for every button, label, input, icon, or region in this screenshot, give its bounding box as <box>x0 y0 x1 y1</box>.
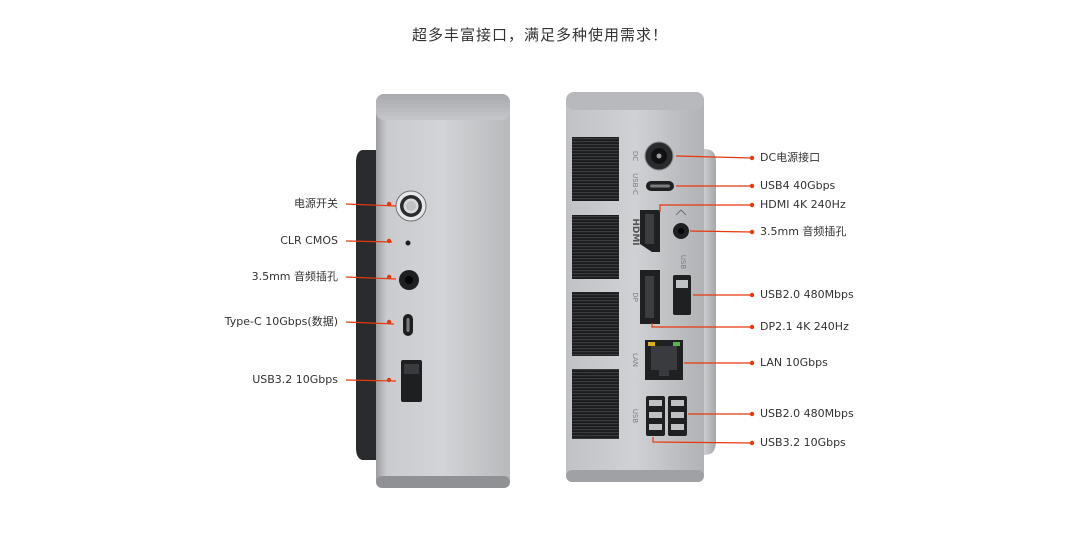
vent-grille <box>572 215 619 279</box>
front-panel <box>376 94 510 488</box>
engraved-hdmi: HDMI <box>630 218 640 245</box>
engraved-port-labels: DC USB-C HDMI DP USB LAN USB <box>630 151 687 424</box>
clr-cmos-hole[interactable] <box>405 240 411 246</box>
rear-usb-port-left[interactable] <box>646 396 665 436</box>
label-dp: DP2.1 4K 240Hz <box>760 320 849 333</box>
rear-usb-port-right[interactable] <box>668 396 687 436</box>
rear-device: DC USB-C HDMI DP USB LAN USB <box>566 92 716 482</box>
label-power-button: 电源开关 <box>294 197 338 210</box>
headphone-icon <box>675 209 687 216</box>
front-audio-jack[interactable] <box>399 270 419 290</box>
dc-port[interactable] <box>644 141 674 171</box>
label-rear-usb3: USB3.2 10Gbps <box>760 436 846 449</box>
engraved-dp: DP <box>631 292 639 302</box>
vent-grille <box>572 137 619 201</box>
label-rear-usb2-upper: USB2.0 480Mbps <box>760 288 854 301</box>
label-front-usb: USB3.2 10Gbps <box>252 373 338 386</box>
label-front-audio: 3.5mm 音频插孔 <box>251 270 338 283</box>
engraved-dc: DC <box>631 151 639 161</box>
rear-connector-dots <box>749 155 755 446</box>
rear-typec-port[interactable] <box>646 181 674 191</box>
rear-connectors <box>651 155 753 444</box>
front-dark-side <box>356 150 376 460</box>
page-title: 超多丰富接口，满足多种使用需求！ <box>411 26 668 44</box>
label-front-typec: Type-C 10Gbps(数据) <box>224 315 338 328</box>
rear-usb2-port[interactable] <box>673 275 691 315</box>
dp-port[interactable] <box>640 270 660 324</box>
engraved-lan: LAN <box>631 353 639 367</box>
front-usb-port[interactable] <box>401 360 422 402</box>
label-dc-port: DC电源接口 <box>760 151 821 164</box>
vent-grille <box>572 292 619 356</box>
rear-audio-jack[interactable] <box>673 223 689 239</box>
rear-top-edge <box>566 92 704 110</box>
front-top-edge <box>376 94 510 120</box>
engraved-usb-upper: USB <box>679 255 687 270</box>
front-connector-dots <box>386 201 392 383</box>
label-clr-cmos: CLR CMOS <box>280 234 338 247</box>
power-button[interactable] <box>395 190 427 222</box>
front-typec-port[interactable] <box>403 314 413 336</box>
front-bottom-edge <box>376 476 510 488</box>
label-rear-audio: 3.5mm 音频插孔 <box>760 225 847 238</box>
engraved-usb-lower: USB <box>631 409 639 424</box>
label-usb4: USB4 40Gbps <box>760 179 836 192</box>
engraved-usbc: USB-C <box>631 173 639 195</box>
vent-grille <box>572 369 619 439</box>
label-hdmi: HDMI 4K 240Hz <box>760 198 846 211</box>
rear-bottom-edge <box>566 470 704 482</box>
lan-port[interactable] <box>645 340 683 380</box>
front-device <box>356 94 510 488</box>
label-lan: LAN 10Gbps <box>760 356 828 369</box>
hdmi-port[interactable] <box>640 210 660 252</box>
label-rear-usb2-lower: USB2.0 480Mbps <box>760 407 854 420</box>
